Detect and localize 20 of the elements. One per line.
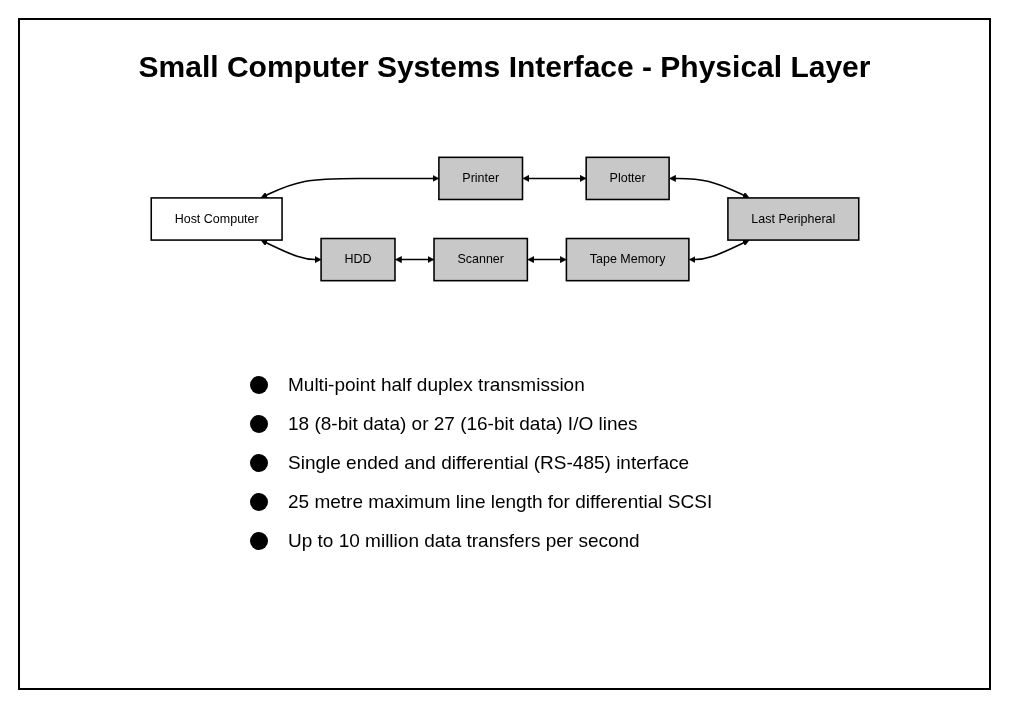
node-box <box>319 237 396 282</box>
arrow <box>260 239 321 263</box>
bullet-text: Single ended and differential (RS-485) interface <box>288 452 689 474</box>
node-box <box>584 156 670 201</box>
node-box <box>149 197 283 241</box>
title: Small Computer Systems Interface - Physical Layer <box>137 50 872 84</box>
node-box <box>726 197 860 241</box>
bus-diagram: Host Computer Printer Plotter Last Peripheral HDD Scanner Tape Memory <box>144 94 865 344</box>
arrow <box>668 175 750 199</box>
arrow <box>688 239 750 263</box>
arrow <box>522 175 586 182</box>
bullet-text: Multi-point half duplex transmission <box>288 374 585 396</box>
bullet-text: Up to 10 million data transfers per second <box>288 530 640 552</box>
node-box <box>565 237 690 282</box>
node-box <box>437 156 523 201</box>
bullet-text: 25 metre maximum line length for differential SCSI <box>288 491 713 513</box>
bullet-text: 18 (8-bit data) or 27 (16-bit data) I/O lines <box>288 413 638 435</box>
arrow <box>260 175 439 199</box>
node-box <box>432 237 528 282</box>
arrow <box>394 256 434 263</box>
